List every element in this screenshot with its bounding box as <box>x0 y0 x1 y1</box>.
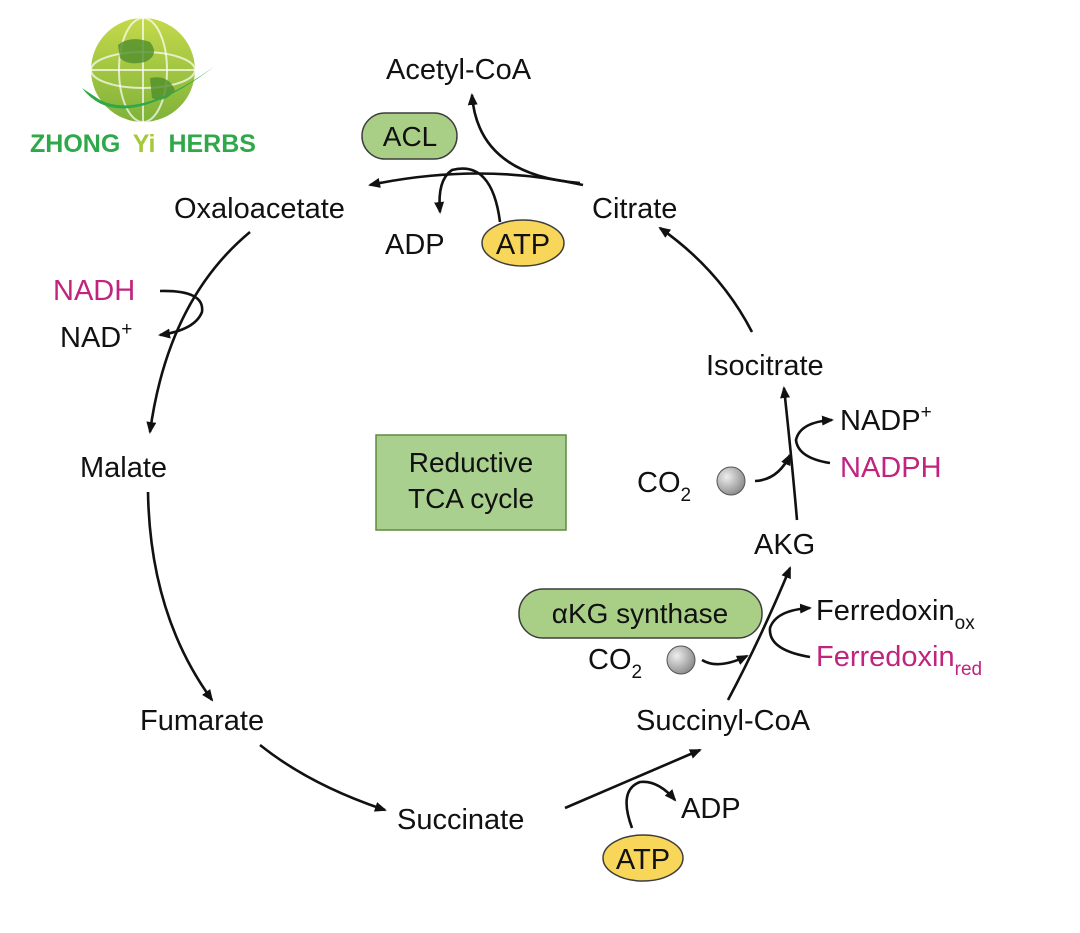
arrow-to-acetyl-coa <box>467 93 581 185</box>
label-adp-bottom: ADP <box>681 793 741 825</box>
label-fumarate: Fumarate <box>140 705 264 737</box>
center-box-line2: TCA cycle <box>408 483 534 514</box>
label-co2-akg: CO2 <box>588 644 642 683</box>
label-isocitrate: Isocitrate <box>706 350 824 382</box>
enzyme-akg-synthase-label: αKG synthase <box>552 598 729 629</box>
arrow-co2-in-akg <box>701 654 749 666</box>
co2-ball-akg <box>666 645 696 675</box>
label-malate: Malate <box>80 452 167 484</box>
arrow-malate-to-fumarate <box>146 491 214 702</box>
label-acetyl-coa: Acetyl-CoA <box>386 54 532 86</box>
arrow-isocitrate-to-citrate <box>658 226 754 333</box>
arrow-nadh-to-nad <box>158 289 204 339</box>
atp-badge-top: ATP <box>481 219 565 267</box>
label-nad-plus: NAD+ <box>60 319 132 354</box>
label-ferredoxin-red: Ferredoxinred <box>816 641 982 680</box>
label-co2-isocitrate: CO2 <box>637 467 691 506</box>
label-oxaloacetate: Oxaloacetate <box>174 193 345 225</box>
logo: ZHONG Yi HERBS <box>30 17 256 158</box>
label-ferredoxin-ox: Ferredoxinox <box>816 595 975 634</box>
arrow-fumarate-to-succinate <box>259 743 387 812</box>
arrow-atp-to-adp-bottom <box>625 780 677 829</box>
arrow-co2-in-isocitrate <box>754 453 792 483</box>
arrow-ferredoxin-red-to-ox <box>768 603 812 659</box>
label-akg: AKG <box>754 529 815 561</box>
label-nadp-plus: NADP+ <box>840 402 932 437</box>
label-succinate: Succinate <box>397 804 524 836</box>
label-citrate: Citrate <box>592 193 677 225</box>
atp-badge-bottom: ATP <box>602 834 684 882</box>
arrow-nadph-to-nadp <box>794 415 834 465</box>
globe-icon <box>90 17 196 123</box>
co2-ball-isocitrate <box>716 466 746 496</box>
arrow-akg-to-isocitrate <box>780 386 799 521</box>
label-nadph: NADPH <box>840 452 942 484</box>
label-nadh: NADH <box>53 275 135 307</box>
enzyme-acl-label: ACL <box>383 121 437 152</box>
label-succinyl-coa: Succinyl-CoA <box>636 705 811 737</box>
atp-bottom-label: ATP <box>616 844 670 876</box>
enzyme-akg-synthase: αKG synthase <box>518 588 763 639</box>
enzyme-acl: ACL <box>361 112 458 160</box>
logo-text: ZHONG Yi HERBS <box>30 130 256 158</box>
arrow-succinyl-coa-to-akg <box>726 566 792 701</box>
center-box: Reductive TCA cycle <box>375 434 567 531</box>
label-adp-top: ADP <box>385 229 445 261</box>
atp-top-label: ATP <box>496 229 550 261</box>
arrow-oxaloacetate-to-malate <box>146 230 251 434</box>
arrow-succinate-to-succinyl-coa <box>564 748 702 810</box>
center-box-line1: Reductive <box>409 447 534 478</box>
arrow-atp-to-adp-top <box>434 167 502 223</box>
